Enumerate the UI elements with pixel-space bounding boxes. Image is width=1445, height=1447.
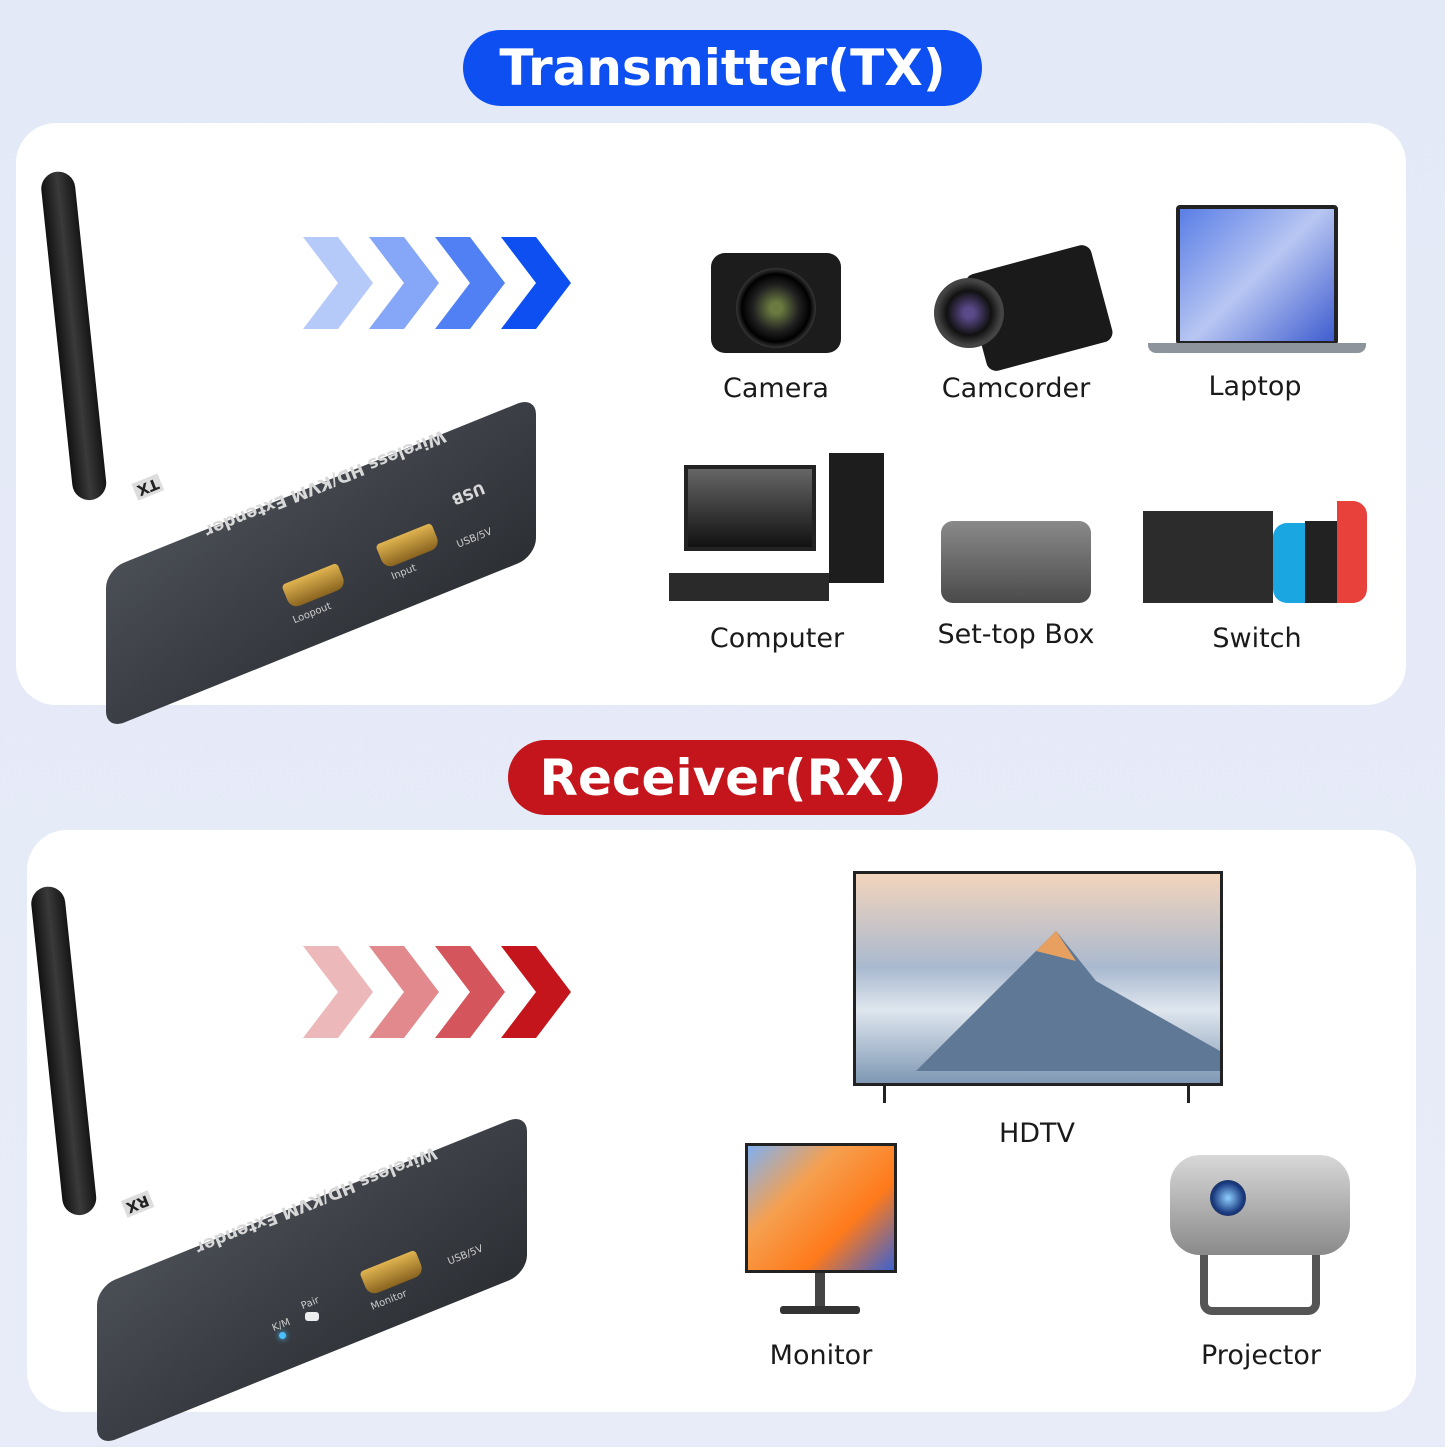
display-label-projector: Projector	[1201, 1340, 1321, 1371]
source-label-camera: Camera	[723, 373, 829, 404]
led-icon	[279, 1332, 286, 1339]
display-label-hdtv: HDTV	[998, 1118, 1076, 1149]
transmitter-title: Transmitter(TX)	[463, 30, 982, 106]
source-label-camcorder: Camcorder	[941, 373, 1091, 404]
antenna-icon	[29, 885, 98, 1217]
tx-badge: TX	[131, 473, 165, 501]
set-top-box-icon	[941, 521, 1091, 603]
transmitter-card: Wireless HD/KVM Extender TX USB Loopout …	[16, 123, 1406, 730]
arrow-chevrons-icon	[303, 237, 571, 329]
tv-icon	[853, 871, 1223, 1103]
display-label-monitor: Monitor	[769, 1340, 873, 1371]
source-label-set-top-box: Set-top Box	[937, 619, 1095, 650]
tx-device	[106, 396, 536, 730]
receiver-title: Receiver(RX)	[508, 740, 938, 815]
arrow-chevrons-icon	[303, 946, 571, 1038]
rx-badge: RX	[120, 1190, 155, 1218]
source-label-computer: Computer	[709, 623, 845, 654]
camcorder-icon	[934, 238, 1115, 374]
source-label-switch: Switch	[1212, 623, 1302, 654]
game-console-icon	[1143, 501, 1373, 606]
computer-icon	[669, 453, 889, 608]
monitor-icon	[745, 1143, 897, 1318]
receiver-card: Wireless HD/KVM Extender RX Monitor USB/…	[27, 830, 1416, 1447]
antenna-icon	[39, 170, 108, 502]
laptop-icon	[1148, 205, 1366, 355]
projector-icon	[1170, 1155, 1350, 1320]
pair-button	[305, 1312, 319, 1321]
source-label-laptop: Laptop	[1208, 371, 1302, 402]
camera-icon	[706, 223, 846, 363]
rx-device	[97, 1113, 527, 1447]
